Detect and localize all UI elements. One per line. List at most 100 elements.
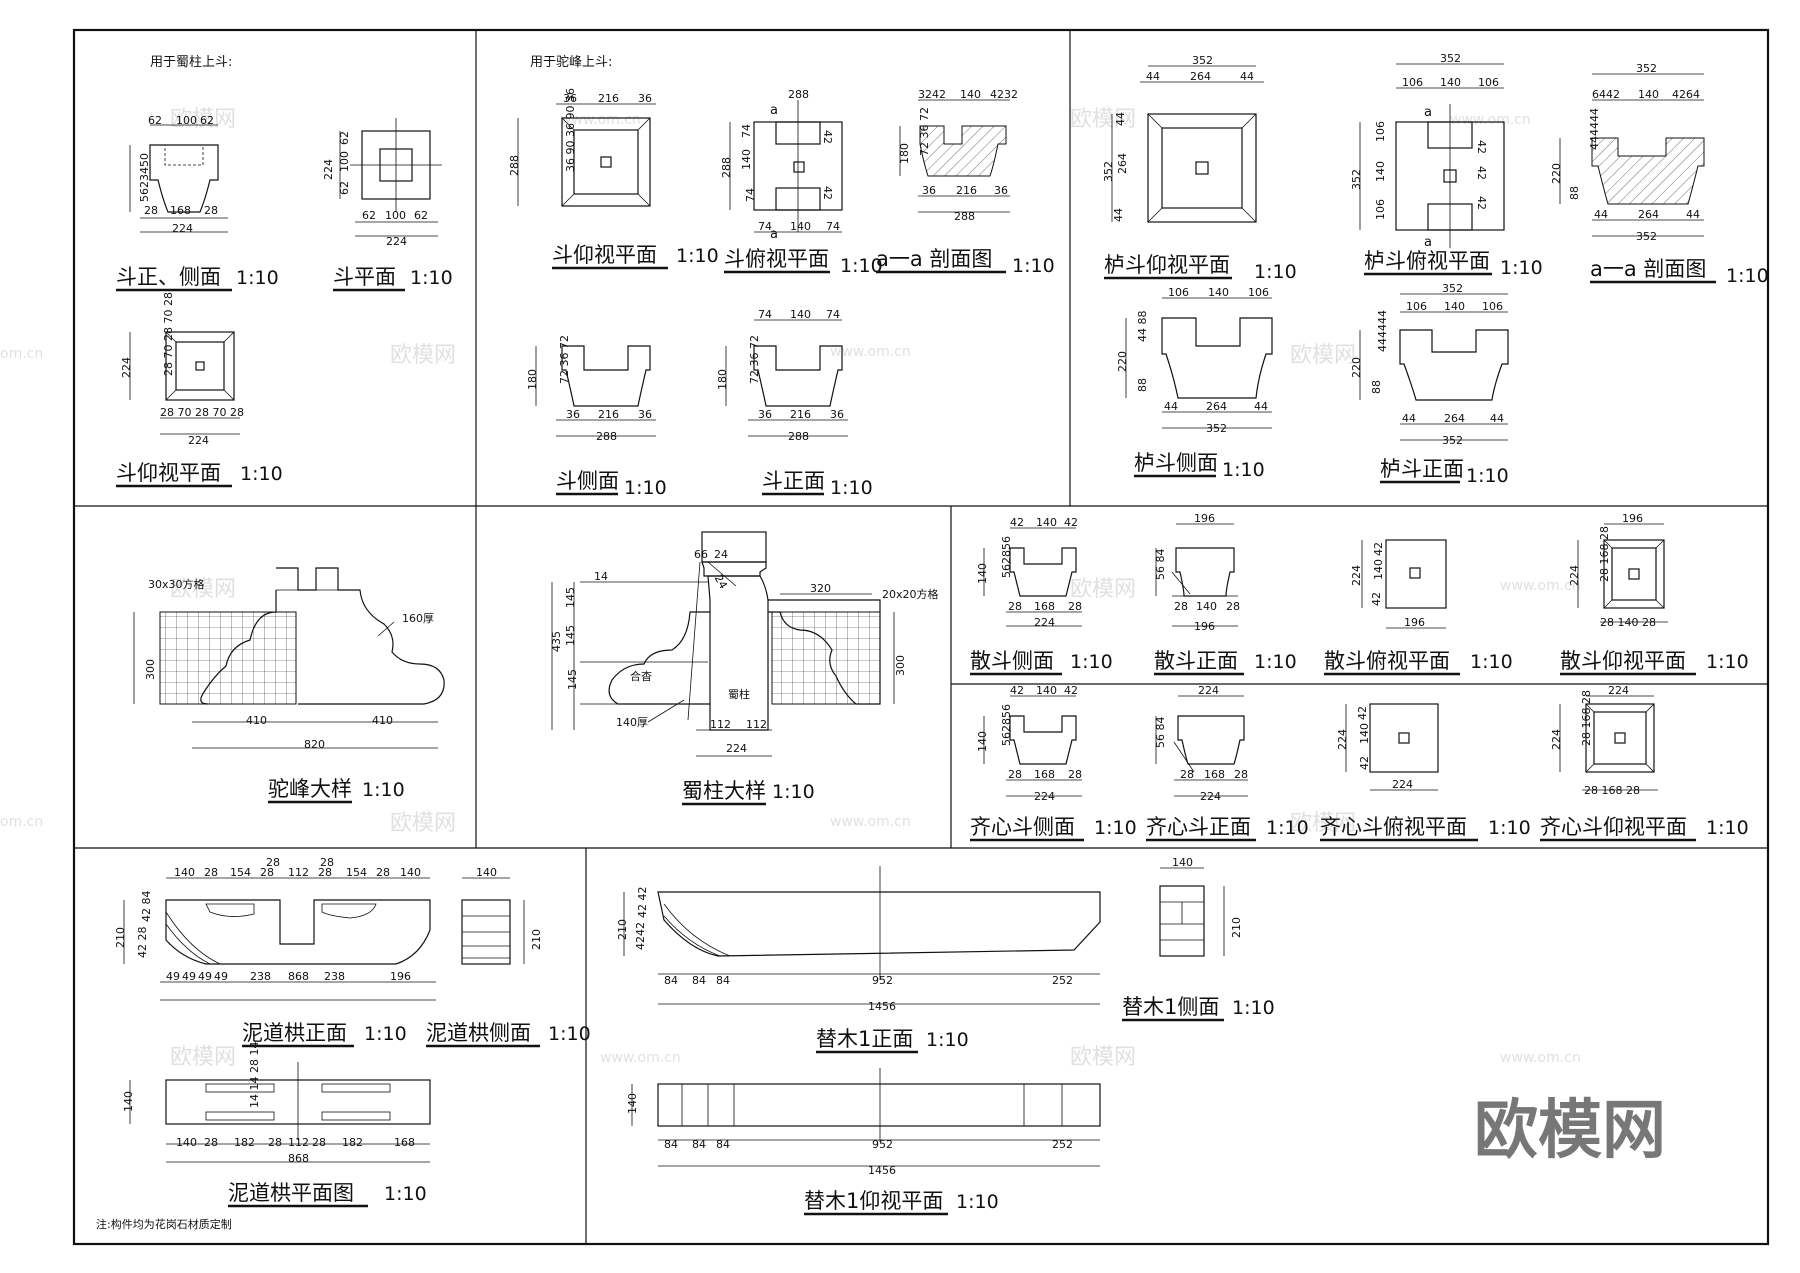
svg-text:4264: 4264 bbox=[1672, 88, 1700, 101]
timu-views: 210 42 42 4242 84 84 84 952 252 1456 替木1… bbox=[616, 856, 1275, 1216]
svg-text:1:10: 1:10 bbox=[410, 267, 453, 289]
watermark-brand: 欧模网 bbox=[170, 577, 236, 602]
svg-text:1:10: 1:10 bbox=[1012, 255, 1055, 277]
svg-text:224: 224 bbox=[120, 357, 133, 378]
watermark-brand: 欧模网 bbox=[170, 107, 236, 132]
svg-text:42: 42 bbox=[1010, 684, 1024, 697]
svg-text:140: 140 bbox=[740, 149, 753, 170]
svg-text:224: 224 bbox=[1336, 729, 1349, 750]
svg-text:1:10: 1:10 bbox=[1222, 459, 1265, 481]
title-ti-yang: 替木1仰视平面 bbox=[804, 1189, 943, 1213]
svg-text:106: 106 bbox=[1402, 76, 1423, 89]
svg-text:1:10: 1:10 bbox=[240, 463, 283, 485]
svg-text:288: 288 bbox=[788, 88, 809, 101]
svg-text:352: 352 bbox=[1442, 434, 1463, 447]
svg-text:42: 42 bbox=[1358, 756, 1371, 770]
svg-text:84: 84 bbox=[716, 1138, 730, 1151]
svg-text:140: 140 bbox=[122, 1091, 135, 1112]
svg-text:36: 36 bbox=[638, 92, 652, 105]
title-dou-yang-a: 斗仰视平面 bbox=[116, 461, 221, 485]
svg-text:224: 224 bbox=[1034, 790, 1055, 803]
svg-text:1:10: 1:10 bbox=[1232, 997, 1275, 1019]
svg-text:28: 28 bbox=[266, 856, 280, 869]
svg-text:28 140 28: 28 140 28 bbox=[1600, 616, 1656, 629]
sandou-top: 224 42 140 42 196 散斗俯视平面 1:10 bbox=[1324, 539, 1513, 676]
svg-text:444444: 444444 bbox=[1588, 108, 1601, 150]
svg-text:28: 28 bbox=[260, 866, 274, 879]
svg-text:84: 84 bbox=[716, 974, 730, 987]
title-ti-ce: 替木1侧面 bbox=[1122, 995, 1219, 1019]
svg-text:1:10: 1:10 bbox=[830, 477, 873, 499]
svg-text:140: 140 bbox=[1374, 161, 1387, 182]
svg-text:28 70 28 70 28: 28 70 28 70 28 bbox=[160, 406, 244, 419]
svg-text:56 84: 56 84 bbox=[1154, 717, 1167, 749]
title-dou-fu: 斗俯视平面 bbox=[724, 247, 829, 271]
svg-text:140: 140 bbox=[626, 1093, 639, 1114]
svg-text:6442: 6442 bbox=[1592, 88, 1620, 101]
title-lu-fu: 栌斗俯视平面 bbox=[1364, 249, 1490, 273]
svg-text:216: 216 bbox=[598, 92, 619, 105]
footer-note: 注:构件均为花岗石材质定制 bbox=[96, 1217, 232, 1231]
svg-text:196: 196 bbox=[390, 970, 411, 983]
svg-text:84: 84 bbox=[692, 974, 706, 987]
title-ni-zheng: 泥道栱正面 bbox=[242, 1021, 347, 1045]
svg-text:1:10: 1:10 bbox=[364, 1023, 407, 1045]
svg-text:106: 106 bbox=[1248, 286, 1269, 299]
svg-text:238: 238 bbox=[324, 970, 345, 983]
svg-text:62: 62 bbox=[414, 209, 428, 222]
watermark-brand: 欧模网 bbox=[1290, 811, 1356, 836]
svg-text:112: 112 bbox=[746, 718, 767, 731]
svg-text:蜀柱: 蜀柱 bbox=[728, 687, 750, 701]
svg-text:224: 224 bbox=[172, 222, 193, 235]
svg-text:42: 42 bbox=[1475, 140, 1488, 154]
svg-text:252: 252 bbox=[1052, 1138, 1073, 1151]
svg-text:42: 42 bbox=[1064, 516, 1078, 529]
svg-text:28: 28 bbox=[320, 856, 334, 869]
svg-text:224: 224 bbox=[726, 742, 747, 755]
svg-text:62: 62 bbox=[362, 209, 376, 222]
watermark-brand: 欧模网 bbox=[1290, 343, 1356, 368]
svg-text:28: 28 bbox=[318, 866, 332, 879]
watermark-url: www.om.cn bbox=[830, 344, 911, 360]
title-dou-yang-b: 斗仰视平面 bbox=[552, 243, 657, 267]
title-dou-ping: 斗平面 bbox=[333, 265, 396, 289]
svg-text:106: 106 bbox=[1478, 76, 1499, 89]
svg-text:154: 154 bbox=[346, 866, 367, 879]
svg-text:88: 88 bbox=[1370, 380, 1383, 394]
svg-text:1456: 1456 bbox=[868, 1000, 896, 1013]
svg-text:44: 44 bbox=[1490, 412, 1504, 425]
watermark-brand: 欧模网 bbox=[390, 811, 456, 836]
svg-text:24: 24 bbox=[714, 548, 728, 561]
watermark-url: om.cn bbox=[0, 346, 43, 362]
svg-text:1:10: 1:10 bbox=[624, 477, 667, 499]
svg-text:224: 224 bbox=[1200, 790, 1221, 803]
svg-text:216: 216 bbox=[598, 408, 619, 421]
dou-front-view-center: 74 140 74 180 72 36 72 36 216 36 288 斗正面… bbox=[716, 308, 873, 499]
svg-text:264: 264 bbox=[1116, 153, 1129, 174]
svg-text:224: 224 bbox=[386, 235, 407, 248]
svg-text:140: 140 bbox=[1638, 88, 1659, 101]
nidaogong-side: 140 210 泥道栱侧面 1:10 bbox=[426, 866, 591, 1048]
svg-text:352: 352 bbox=[1102, 161, 1115, 182]
svg-text:88: 88 bbox=[1568, 186, 1581, 200]
svg-text:56 84: 56 84 bbox=[1154, 549, 1167, 581]
svg-text:44: 44 bbox=[1146, 70, 1160, 83]
svg-text:28: 28 bbox=[1226, 600, 1240, 613]
title-qi-ce: 齐心斗侧面 bbox=[970, 815, 1075, 839]
svg-text:320: 320 bbox=[810, 582, 831, 595]
watermarks: 欧模网 www.om.cn 欧模网 www.om.cn om.cn 欧模网 ww… bbox=[0, 107, 1581, 1070]
svg-text:224: 224 bbox=[322, 159, 335, 180]
svg-text:a: a bbox=[1424, 235, 1432, 250]
sandou-bottom: 196 224 28 168 28 28 140 28 散斗仰视平面 1:10 bbox=[1560, 512, 1749, 676]
svg-text:1:10: 1:10 bbox=[772, 781, 815, 803]
svg-text:352: 352 bbox=[1442, 282, 1463, 295]
svg-text:1:10: 1:10 bbox=[1500, 257, 1543, 279]
svg-text:28: 28 bbox=[144, 204, 158, 217]
svg-text:140: 140 bbox=[976, 731, 989, 752]
svg-text:562856: 562856 bbox=[1000, 536, 1013, 578]
svg-text:180: 180 bbox=[716, 369, 729, 390]
svg-text:28: 28 bbox=[1180, 768, 1194, 781]
svg-text:444444: 444444 bbox=[1376, 310, 1389, 352]
svg-text:238: 238 bbox=[250, 970, 271, 983]
